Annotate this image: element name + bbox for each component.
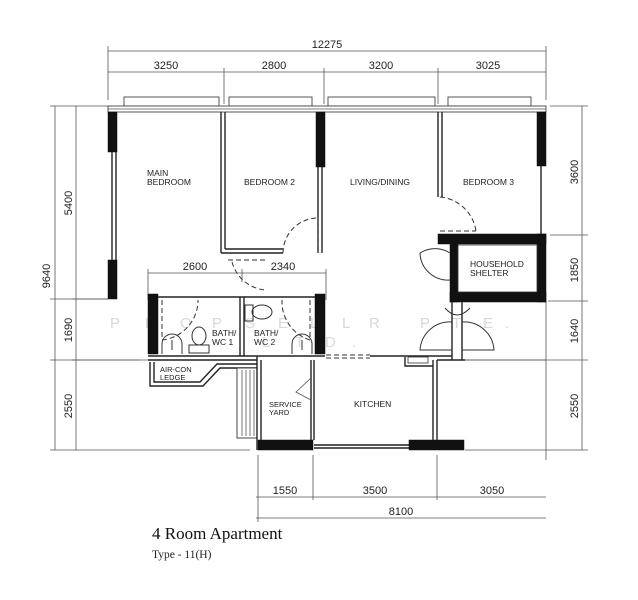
watermark: P R O P S E L L E R P T E . L T D .: [110, 315, 509, 351]
svg-text:P: P: [420, 315, 430, 332]
room-label-bath-wc-2: BATH/: [254, 328, 279, 338]
room-label-household-shelter: SHELTER: [470, 268, 509, 278]
svg-text:E: E: [483, 315, 493, 332]
plan-title: 4 Room Apartment: [152, 524, 283, 543]
dim-top-seg-3: 3200: [369, 60, 393, 72]
dim-left-seg-3: 2550: [63, 394, 75, 418]
dim-right-seg-3: 1640: [569, 319, 581, 343]
dim-top-seg-4: 3025: [476, 60, 500, 72]
room-label-living-dining: LIVING/DINING: [350, 177, 410, 187]
room-label-aircon-ledge: AIR-CON: [160, 365, 192, 374]
svg-text:.: .: [352, 334, 356, 351]
dim-bottom-seg-1: 1550: [273, 485, 297, 497]
dim-top-seg-2: 2800: [262, 60, 286, 72]
dim-right-seg-2: 1850: [569, 258, 581, 282]
svg-text:O: O: [180, 315, 192, 332]
dim-right-seg-1: 3600: [569, 160, 581, 184]
dim-left-total: 9640: [41, 264, 53, 288]
fixtures: [161, 304, 313, 354]
svg-text:P: P: [110, 315, 120, 332]
room-label-main-bedroom: MAIN: [147, 168, 168, 178]
dim-top-seg-1: 3250: [154, 60, 178, 72]
top-windows: [107, 96, 547, 113]
doors: [161, 196, 495, 351]
svg-text:T: T: [295, 334, 304, 351]
sink-icon: [161, 333, 183, 354]
svg-text:R: R: [369, 315, 380, 332]
room-label-bath-wc-1: WC 1: [212, 337, 234, 347]
dim-bottom-seg-2: 3500: [363, 485, 387, 497]
svg-text:P: P: [212, 315, 222, 332]
sink-icon: [291, 333, 313, 354]
plan-type-label: Type - 11(H): [152, 549, 212, 561]
room-label-aircon-ledge: LEDGE: [160, 373, 185, 382]
dim-inner-seg-1: 2600: [183, 261, 207, 273]
dim-top-total: 12275: [312, 39, 343, 51]
svg-text:L: L: [262, 334, 270, 351]
room-label-service-yard: SERVICE: [269, 400, 302, 409]
svg-text:E: E: [278, 315, 288, 332]
room-label-main-bedroom: BEDROOM: [147, 177, 191, 187]
room-label-kitchen: KITCHEN: [354, 399, 391, 409]
dim-left-seg-1: 5400: [63, 191, 75, 215]
toilet-icon: [188, 326, 210, 354]
dim-bottom-seg-3: 3050: [480, 485, 504, 497]
room-label-bedroom-2: BEDROOM 2: [244, 177, 295, 187]
room-label-service-yard: YARD: [269, 408, 290, 417]
svg-text:L: L: [310, 315, 318, 332]
svg-text:L: L: [342, 315, 350, 332]
dim-right-seg-4: 2550: [569, 394, 581, 418]
dim-inner-seg-2: 2340: [271, 261, 295, 273]
dim-left-seg-2: 1690: [63, 318, 75, 342]
dim-bottom-total: 8100: [389, 506, 413, 518]
svg-text:.: .: [505, 315, 509, 332]
room-label-household-shelter: HOUSEHOLD: [470, 259, 524, 269]
svg-text:S: S: [245, 315, 255, 332]
room-label-bedroom-3: BEDROOM 3: [463, 177, 514, 187]
svg-text:D: D: [325, 334, 336, 351]
walls: [107, 111, 547, 451]
toilet-icon: [244, 304, 273, 322]
room-label-bath-wc-2: WC 2: [254, 337, 276, 347]
svg-text:T: T: [452, 315, 461, 332]
room-labels: MAIN BEDROOM BEDROOM 2 LIVING/DINING BED…: [147, 168, 524, 417]
room-label-bath-wc-1: BATH/: [212, 328, 237, 338]
dimension-lines: 12275 3250 2800 3200 3025 9640 5400 1690…: [41, 39, 588, 522]
